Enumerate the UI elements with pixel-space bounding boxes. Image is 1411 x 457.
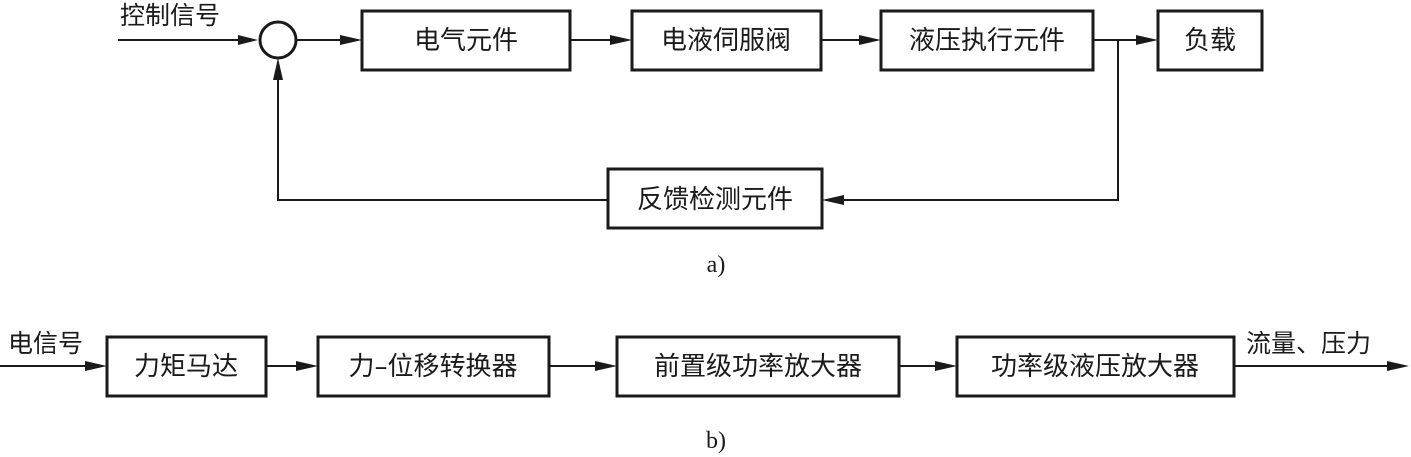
output-label-flow-pressure: 流量、压力: [1246, 329, 1371, 358]
output-arrowhead-b: [1387, 361, 1409, 371]
block-power-amplifier: [955, 335, 1236, 398]
arrowhead-electrical-valve: [610, 35, 632, 45]
block-electrical-label: 电气元件: [414, 26, 518, 56]
feedback-branch-line: [832, 40, 1119, 201]
arrowhead-preamp-poweramp: [935, 361, 957, 371]
arrowhead-motor-converter: [296, 361, 318, 371]
arrowhead-feedback-in: [822, 195, 844, 205]
diagram-b: 电信号 力矩马达 力–位移转换器 前置级功率放大器 功率级液压放大器 流量、压力: [0, 329, 1409, 454]
arrowhead-feedback-junction: [273, 58, 283, 80]
block-converter: [316, 335, 551, 398]
block-power-amplifier-label: 功率级液压放大器: [991, 352, 1199, 382]
block-servo-valve-label: 电液伺服阀: [661, 26, 791, 56]
arrowhead-junction-electrical: [340, 35, 362, 45]
block-load: [1156, 9, 1264, 72]
block-torque-motor-label: 力矩马达: [134, 352, 238, 382]
block-converter-label: 力–位移转换器: [348, 352, 517, 382]
block-feedback: [606, 167, 824, 230]
block-pre-amplifier-label: 前置级功率放大器: [654, 352, 862, 382]
summing-junction: [258, 20, 298, 60]
block-servo-valve: [630, 9, 823, 72]
input-arrowhead-b: [85, 361, 107, 371]
caption-b: b): [706, 428, 726, 454]
arrowhead-valve-actuator: [859, 35, 881, 45]
block-feedback-label: 反馈检测元件: [637, 185, 793, 215]
arrowhead-actuator-load: [1136, 35, 1158, 45]
arrowhead-converter-preamp: [595, 361, 617, 371]
diagram-a: 控制信号 电气元件 电液伺服阀 液压执行元件 负载: [118, 1, 1264, 278]
input-arrowhead: [238, 35, 258, 45]
block-torque-motor: [105, 335, 268, 398]
feedback-return-line: [277, 68, 608, 201]
block-actuator: [879, 9, 1095, 72]
block-load-label: 负载: [1184, 26, 1236, 56]
input-label-control-signal: 控制信号: [120, 1, 220, 30]
block-actuator-label: 液压执行元件: [909, 26, 1065, 56]
caption-a: a): [707, 252, 726, 278]
input-label-electric-signal: 电信号: [8, 329, 83, 358]
